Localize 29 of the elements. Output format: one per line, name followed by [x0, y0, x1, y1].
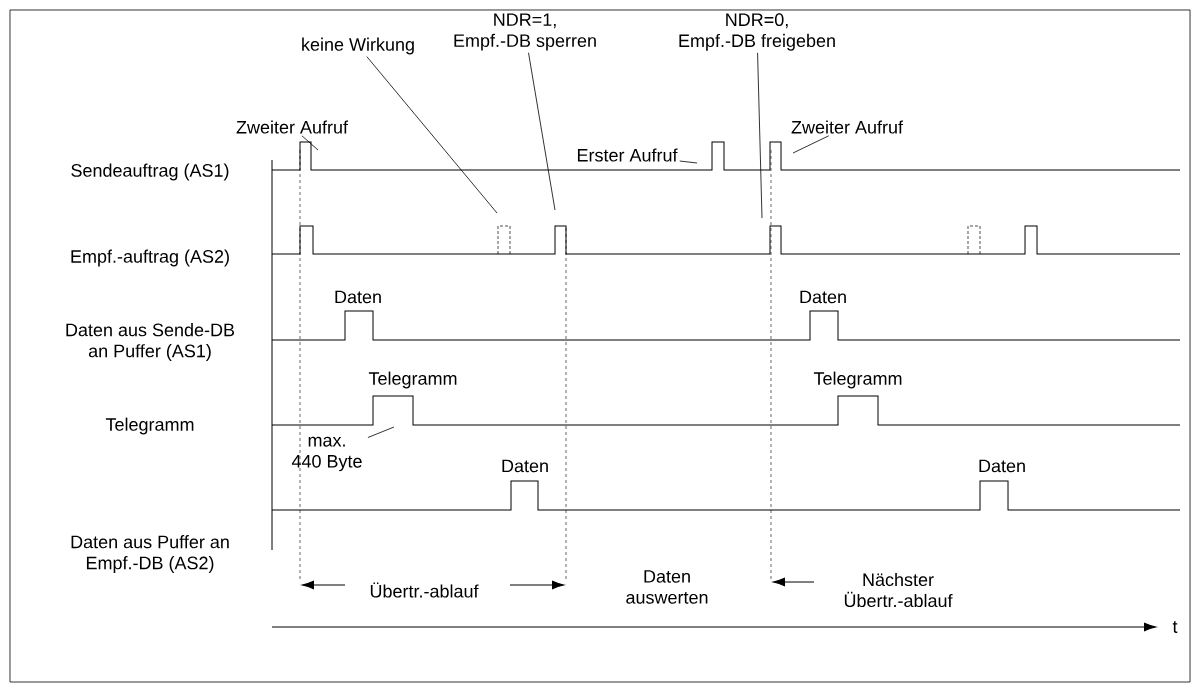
- leader-line: [367, 426, 395, 438]
- phase-label: Übertr.-ablauf: [370, 582, 479, 598]
- annotation-text: Erster Aufruf: [577, 148, 678, 162]
- annotation-text: Zweiter Aufruf: [236, 120, 349, 134]
- annotation-text: Zweiter Aufruf: [791, 120, 904, 134]
- pulse-label: Telegramm: [368, 371, 457, 389]
- signal-label: Telegramm: [105, 417, 194, 435]
- pulse-label: Daten: [800, 290, 846, 304]
- pulse-label: Daten: [979, 459, 1025, 473]
- annotation-text: keine Wirkung: [302, 37, 414, 55]
- signal-label: Daten aus Sende-DB an Puffer (AS1): [66, 323, 235, 361]
- leader-line: [301, 135, 319, 151]
- signal-label: Empf.-auftrag (AS2): [71, 249, 229, 267]
- leader-line: [792, 135, 830, 154]
- pulse-label: Daten: [502, 459, 548, 473]
- phase-label: Daten auswerten: [626, 570, 708, 604]
- leader-line: [366, 56, 498, 214]
- axis-label: t: [1172, 621, 1178, 633]
- annotation-text: NDR=0, Empf.-DB freigeben: [679, 13, 835, 51]
- leader-line: [528, 52, 556, 211]
- signal-label: Sendeauftrag (AS1): [71, 163, 229, 181]
- leader-line: [679, 160, 698, 164]
- annotation-text: NDR=1, Empf.-DB sperren: [454, 13, 596, 51]
- pulse-label: Daten: [335, 290, 381, 304]
- leader-line: [757, 52, 763, 219]
- signal-label: Daten aus Puffer an Empf.-DB (AS2): [71, 535, 229, 573]
- pulse-label: Telegramm: [813, 371, 902, 389]
- annotation-text: max. 440 Byte: [291, 436, 362, 472]
- phase-label: Nächster Übertr.-ablauf: [844, 572, 953, 608]
